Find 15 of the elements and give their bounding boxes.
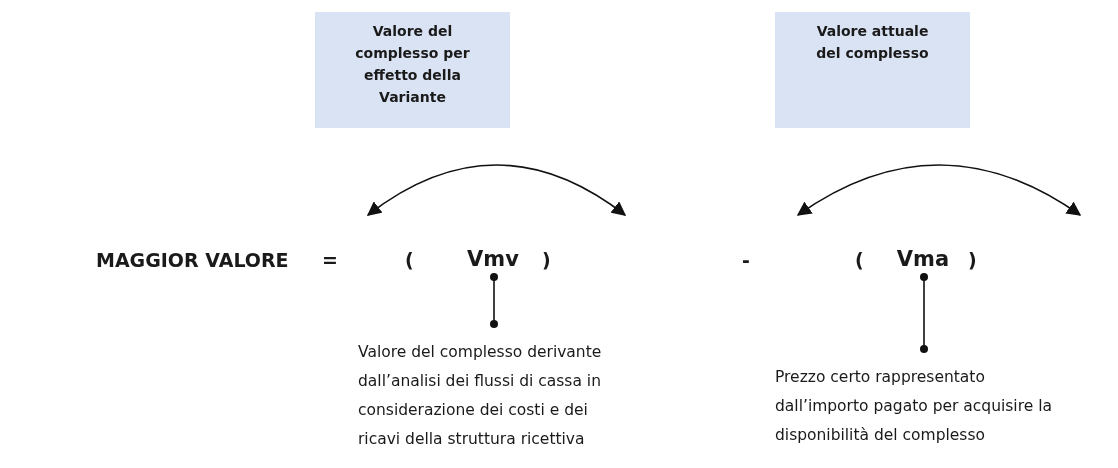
description-text: Valore del complesso derivante dall’analisi dei flussi di cassa in considerazione dei costi e dei ricavi della struttura ricettiva: [358, 322, 618, 462]
formula-label: MAGGIOR VALORE: [96, 248, 289, 273]
parenthesis: ): [968, 248, 977, 273]
variable-symbol: Vmv: [462, 245, 524, 273]
description-text: Prezzo certo rappresentato dall’importo pagato per acquisire la disponibilità del complesso: [775, 347, 1075, 457]
parenthesis: (: [855, 248, 864, 273]
minus-sign: -: [742, 248, 750, 273]
value-box: Valore del complesso per effetto della Variante: [315, 12, 510, 128]
connector-line: [920, 273, 928, 353]
variable-symbol: Vma: [892, 245, 954, 273]
connector-line: [490, 273, 498, 328]
value-box: Valore attuale del complesso: [775, 12, 970, 128]
parenthesis: (: [405, 248, 414, 273]
equals-sign: =: [322, 248, 338, 273]
parenthesis: ): [542, 248, 551, 273]
